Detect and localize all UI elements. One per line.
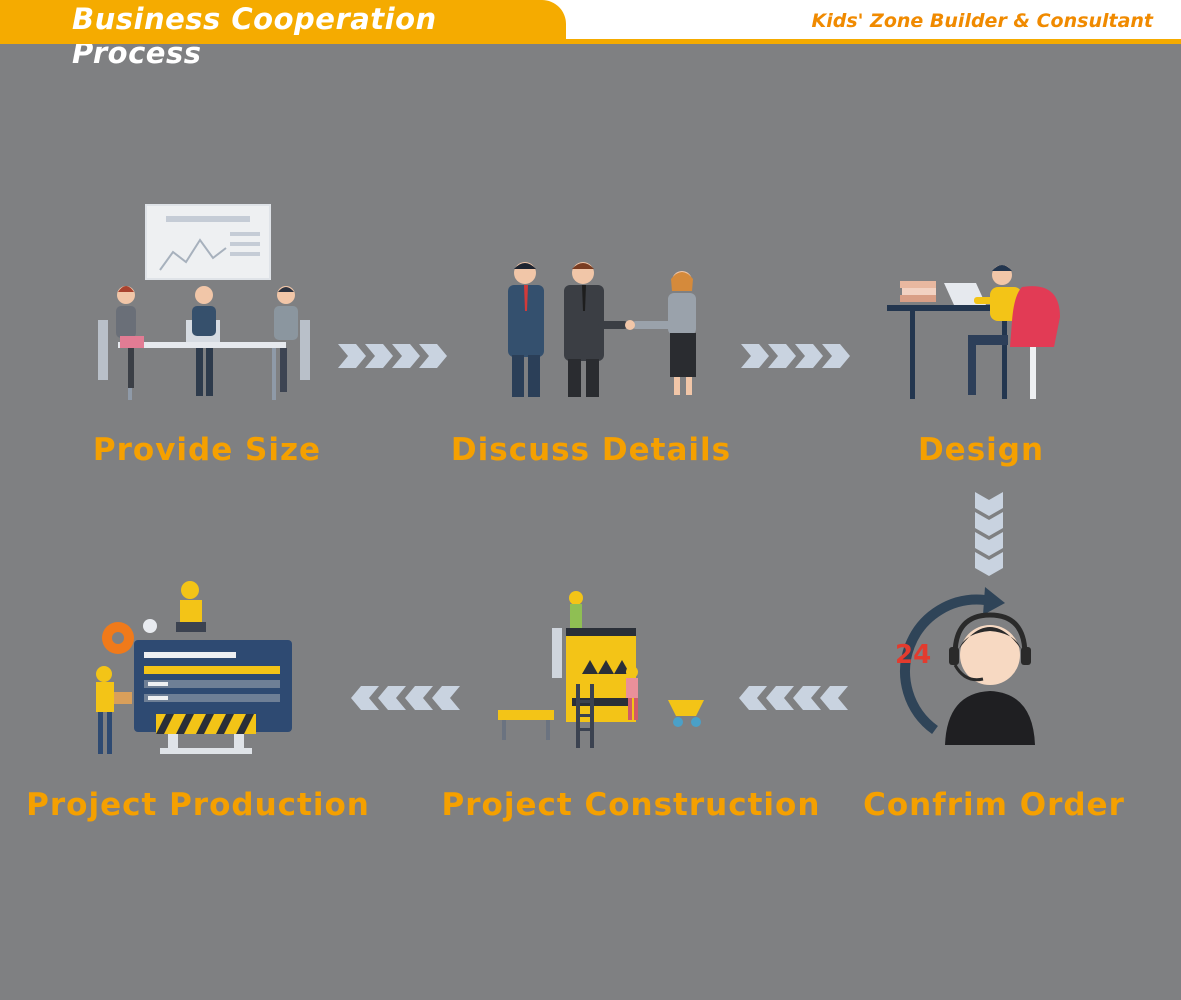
- arrow-right-1-icon: [338, 344, 447, 368]
- handshake-icon: [508, 262, 696, 397]
- tagline: Kids' Zone Builder & Consultant: [811, 10, 1153, 32]
- arrow-right-2-icon: [741, 344, 850, 368]
- step-label-project-construction: Project Construction: [441, 787, 821, 823]
- step-label-design: Design: [917, 432, 1045, 468]
- arrow-left-2-icon: [351, 686, 460, 710]
- step-label-project-production: Project Production: [26, 787, 370, 823]
- page-title: Business Cooperation Process: [72, 2, 437, 70]
- step-label-confirm-order: Confrim Order: [863, 787, 1125, 823]
- arrow-down-icon: [975, 492, 1003, 576]
- title-tab: Business Cooperation Process: [0, 0, 566, 70]
- support-24-icon: 24: [895, 587, 1035, 745]
- support-badge: 24: [895, 640, 931, 670]
- step-label-provide-size: Provide Size: [92, 432, 322, 468]
- meeting-icon: [98, 204, 310, 400]
- construction-site-icon: [498, 591, 704, 748]
- step-label-discuss-details: Discuss Details: [450, 432, 732, 468]
- arrow-left-1-icon: [739, 686, 848, 710]
- designer-desk-icon: [887, 265, 1060, 399]
- production-icon: [96, 581, 292, 754]
- header-divider: [0, 39, 1181, 44]
- header-bar: Business Cooperation Process Kids' Zone …: [0, 0, 1181, 70]
